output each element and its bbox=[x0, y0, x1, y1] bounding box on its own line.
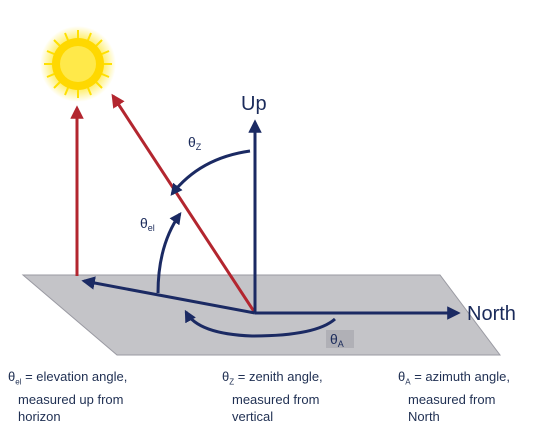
horizontal-plane bbox=[21, 274, 501, 356]
legend-azimuth-line3: North bbox=[408, 408, 440, 424]
theta-a-label-box bbox=[326, 330, 354, 348]
legend-elevation: θel = elevation angle, measured up from … bbox=[8, 368, 127, 425]
zenith-angle-arc bbox=[170, 149, 251, 196]
legend-elevation-line2: measured up from bbox=[18, 391, 124, 407]
legend-zenith: θZ = zenith angle, measured from vertica… bbox=[222, 368, 323, 425]
legend-azimuth-line2: measured from bbox=[408, 391, 496, 407]
sun-direction-arrow bbox=[111, 93, 257, 314]
north-label: North bbox=[467, 303, 516, 325]
legend-zenith-line2: measured from bbox=[232, 391, 320, 407]
legend-elevation-line3: horizon bbox=[18, 408, 61, 424]
theta-el-label: θel bbox=[140, 215, 155, 233]
theta-a-label: θA bbox=[330, 331, 344, 349]
legend-zenith-title: θZ = zenith angle, bbox=[222, 369, 323, 387]
sun-icon bbox=[40, 26, 116, 102]
elevation-angle-arc bbox=[156, 212, 182, 294]
legend-azimuth: θA = azimuth angle, measured from North bbox=[398, 368, 510, 425]
legend-azimuth-title: θA = azimuth angle, bbox=[398, 369, 510, 387]
solar-angle-diagram: Up North θZ θel θA bbox=[21, 26, 516, 356]
legend-elevation-title: θel = elevation angle, bbox=[8, 369, 128, 387]
projection-arrow bbox=[81, 276, 256, 315]
up-label: Up bbox=[241, 93, 267, 115]
legend-zenith-line3: vertical bbox=[232, 408, 274, 424]
azimuth-angle-arc bbox=[184, 309, 336, 338]
theta-z-label: θZ bbox=[188, 134, 202, 152]
